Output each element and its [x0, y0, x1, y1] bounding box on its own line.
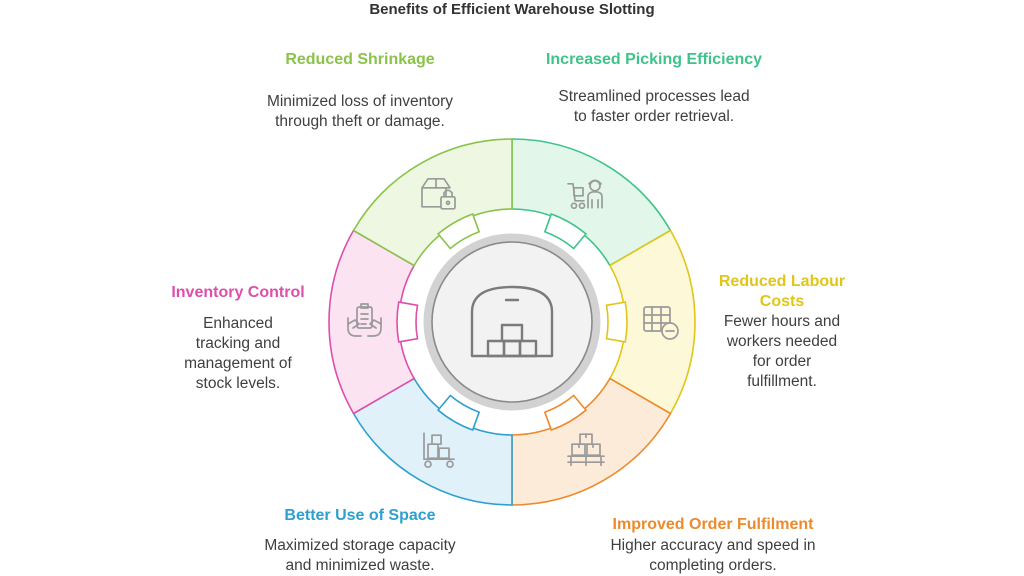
inner-ring: [396, 212, 628, 432]
heading-reduced-labour-costs-2: Costs: [759, 293, 805, 310]
heading-better-use-of-space: Better Use of Space: [284, 507, 436, 524]
label-reduced-shrinkage: Reduced Shrinkage Minimized loss of inve…: [240, 50, 480, 132]
diagram-title: Benefits of Efficient Warehouse Slotting: [369, 1, 655, 18]
warehouse-icon: [470, 285, 554, 358]
connector-labour: [605, 301, 628, 343]
desc-increased-picking-efficiency-2: to faster order retrieval.: [573, 108, 735, 125]
desc-improved-order-fulfilment-2: completing orders.: [649, 557, 777, 574]
segment-icons: [347, 177, 679, 469]
desc-reduced-labour-costs-2: workers needed: [726, 333, 838, 350]
worker-with-trolley-icon: [567, 179, 603, 210]
segment-shrinkage: [352, 138, 513, 267]
desc-better-use-of-space-2: and minimized waste.: [285, 557, 435, 574]
center-hub: [420, 230, 604, 414]
connector-inventory: [396, 301, 419, 343]
desc-inventory-control-1: Enhanced: [203, 315, 273, 332]
connector-picking: [543, 212, 588, 250]
desc-inventory-control-3: management of: [184, 355, 292, 372]
label-inventory-control: Inventory Control Enhanced tracking and …: [118, 283, 358, 394]
connector-shrinkage: [436, 212, 481, 250]
label-increased-picking-efficiency: Increased Picking Efficiency Streamlined…: [534, 50, 774, 127]
heading-reduced-labour-costs-1: Reduced Labour: [718, 273, 846, 290]
heading-increased-picking-efficiency: Increased Picking Efficiency: [545, 51, 763, 68]
cart-with-boxes-icon: [423, 432, 455, 469]
heading-improved-order-fulfilment: Improved Order Fulfilment: [612, 516, 814, 533]
box-lock-icon: [421, 177, 456, 210]
desc-reduced-shrinkage-1: Minimized loss of inventory: [266, 93, 454, 110]
connector-space: [436, 394, 481, 432]
desc-better-use-of-space-1: Maximized storage capacity: [264, 537, 456, 554]
heading-reduced-shrinkage: Reduced Shrinkage: [285, 51, 435, 68]
label-better-use-of-space: Better Use of Space Maximized storage ca…: [240, 506, 480, 576]
desc-reduced-labour-costs-1: Fewer hours and: [723, 313, 841, 330]
pallet-boxes-icon: [567, 433, 605, 467]
label-improved-order-fulfilment: Improved Order Fulfilment Higher accurac…: [593, 515, 833, 576]
desc-reduced-shrinkage-2: through theft or damage.: [275, 113, 445, 130]
desc-inventory-control-2: tracking and: [195, 335, 281, 352]
desc-reduced-labour-costs-4: fulfillment.: [747, 373, 817, 390]
label-reduced-labour-costs: Reduced Labour Costs Fewer hours and wor…: [662, 272, 902, 392]
connector-fulfilment: [543, 394, 588, 432]
desc-reduced-labour-costs-3: for order: [752, 353, 812, 370]
heading-inventory-control: Inventory Control: [171, 284, 305, 301]
table-minus-icon: [643, 306, 679, 340]
desc-inventory-control-4: stock levels.: [195, 375, 281, 392]
desc-increased-picking-efficiency-1: Streamlined processes lead: [558, 88, 750, 105]
clipboard-in-hands-icon: [347, 303, 382, 337]
desc-improved-order-fulfilment-1: Higher accuracy and speed in: [610, 537, 816, 554]
